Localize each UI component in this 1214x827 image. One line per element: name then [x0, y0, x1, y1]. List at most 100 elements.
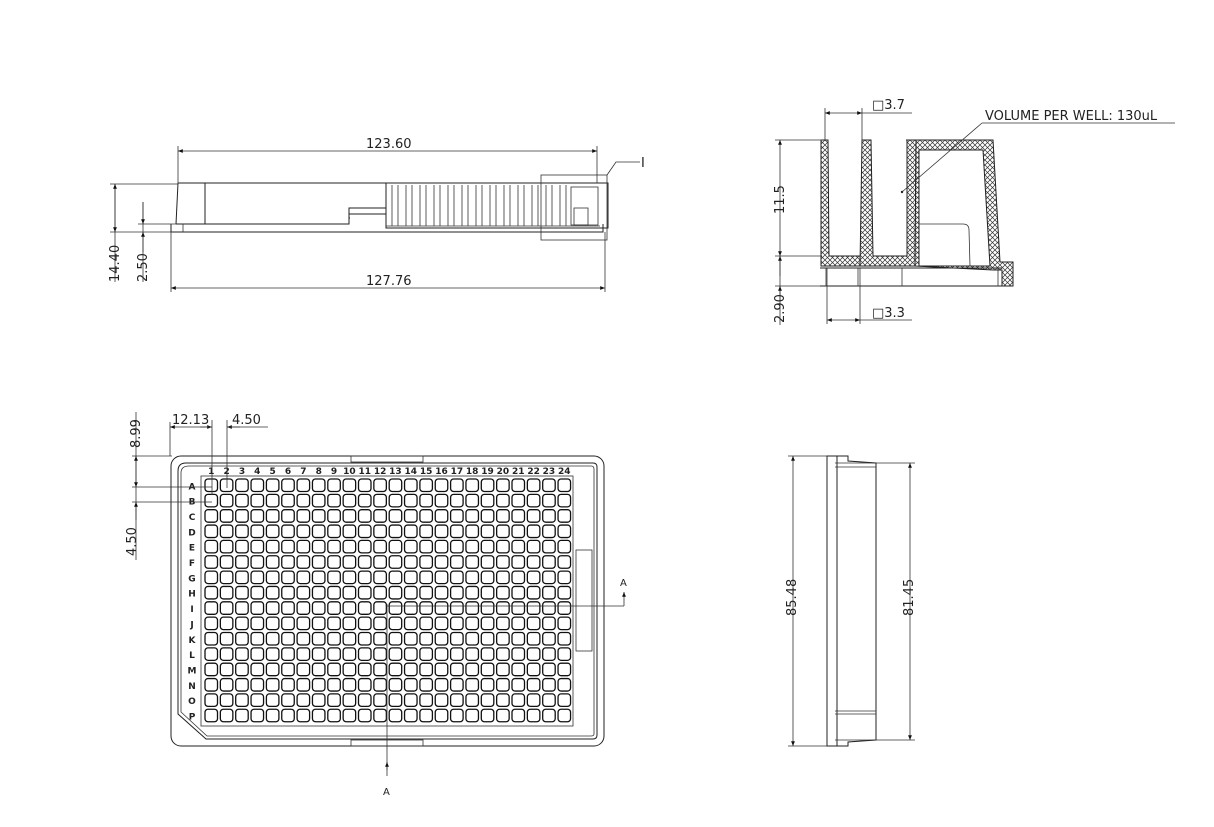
well-M11 [357, 662, 372, 677]
well-I22 [526, 601, 541, 615]
well-G16 [434, 570, 449, 585]
well-F15 [419, 555, 434, 569]
well-A9 [327, 478, 341, 493]
well-M22 [526, 662, 541, 677]
well-H10 [342, 585, 357, 600]
well-P1 [204, 708, 219, 723]
well-F20 [495, 555, 510, 569]
well-F24 [557, 555, 572, 569]
well-L3 [235, 647, 249, 661]
well-K2 [219, 631, 234, 646]
well-A5 [265, 478, 280, 493]
well-E24 [557, 539, 572, 554]
well-F12 [373, 555, 388, 569]
well-O23 [542, 693, 556, 708]
well-L2 [219, 647, 234, 661]
well-F21 [511, 555, 526, 569]
well-D1 [204, 524, 219, 539]
well-A19 [480, 478, 495, 493]
well-O10 [342, 693, 357, 708]
well-N9 [327, 677, 341, 692]
well-F9 [327, 555, 341, 569]
well-P15 [419, 708, 434, 723]
row-label: E [189, 544, 195, 554]
well-K23 [542, 631, 556, 646]
well-E20 [495, 539, 510, 554]
column-label: 21 [512, 467, 525, 477]
well-G10 [342, 570, 357, 585]
well-E15 [419, 539, 434, 554]
well-D8 [311, 524, 326, 539]
well-M15 [419, 662, 434, 677]
dim-well-top-width: □3.7 [872, 98, 905, 113]
well-B10 [342, 493, 357, 508]
well-L13 [388, 647, 403, 661]
well-A20 [495, 478, 510, 493]
dim-total-height: 14.40 [108, 245, 123, 282]
detail-callout-label: I [641, 156, 645, 171]
well-L17 [449, 647, 464, 661]
dim-well-pitch-x: 4.50 [232, 413, 261, 428]
well-L20 [495, 647, 510, 661]
well-C12 [373, 509, 388, 523]
well-K3 [235, 631, 249, 646]
well-G17 [449, 570, 464, 585]
dim-flange-height: 2.50 [136, 253, 151, 282]
well-O19 [480, 693, 495, 708]
well-K10 [342, 631, 357, 646]
well-P7 [296, 708, 311, 723]
well-H11 [357, 585, 372, 600]
well-N13 [388, 677, 403, 692]
well-J14 [403, 616, 418, 631]
well-L10 [342, 647, 357, 661]
well-C3 [235, 509, 249, 523]
well-B12 [373, 493, 388, 508]
well-D17 [449, 524, 464, 539]
well-B17 [449, 493, 464, 508]
dim-overall-width: 85.48 [785, 579, 800, 616]
well-G15 [419, 570, 434, 585]
well-F5 [265, 555, 280, 569]
well-K4 [250, 631, 265, 646]
well-F18 [465, 555, 480, 569]
well-O2 [219, 693, 234, 708]
well-M19 [480, 662, 495, 677]
well-G24 [557, 570, 572, 585]
well-E12 [373, 539, 388, 554]
well-B5 [265, 493, 280, 508]
well-J15 [419, 616, 434, 631]
well-F23 [542, 555, 556, 569]
well-M3 [235, 662, 249, 677]
well-N18 [465, 677, 480, 692]
well-F10 [342, 555, 357, 569]
well-J3 [235, 616, 249, 631]
well-I15 [419, 601, 434, 615]
column-label: 14 [405, 467, 418, 477]
well-L7 [296, 647, 311, 661]
well-K22 [526, 631, 541, 646]
well-N11 [357, 677, 372, 692]
well-N21 [511, 677, 526, 692]
well-N23 [542, 677, 556, 692]
row-label: O [188, 697, 196, 707]
well-C13 [388, 509, 403, 523]
well-G21 [511, 570, 526, 585]
column-label: 3 [239, 467, 245, 477]
well-B20 [495, 493, 510, 508]
well-O12 [373, 693, 388, 708]
well-E4 [250, 539, 265, 554]
well-D13 [388, 524, 403, 539]
well-B19 [480, 493, 495, 508]
well-B9 [327, 493, 341, 508]
well-P3 [235, 708, 249, 723]
well-F22 [526, 555, 541, 569]
dim-well-depth: 11.5 [773, 185, 788, 214]
well-H5 [265, 585, 280, 600]
well-M9 [327, 662, 341, 677]
well-I14 [403, 601, 418, 615]
well-M5 [265, 662, 280, 677]
well-P23 [542, 708, 556, 723]
well-N5 [265, 677, 280, 692]
